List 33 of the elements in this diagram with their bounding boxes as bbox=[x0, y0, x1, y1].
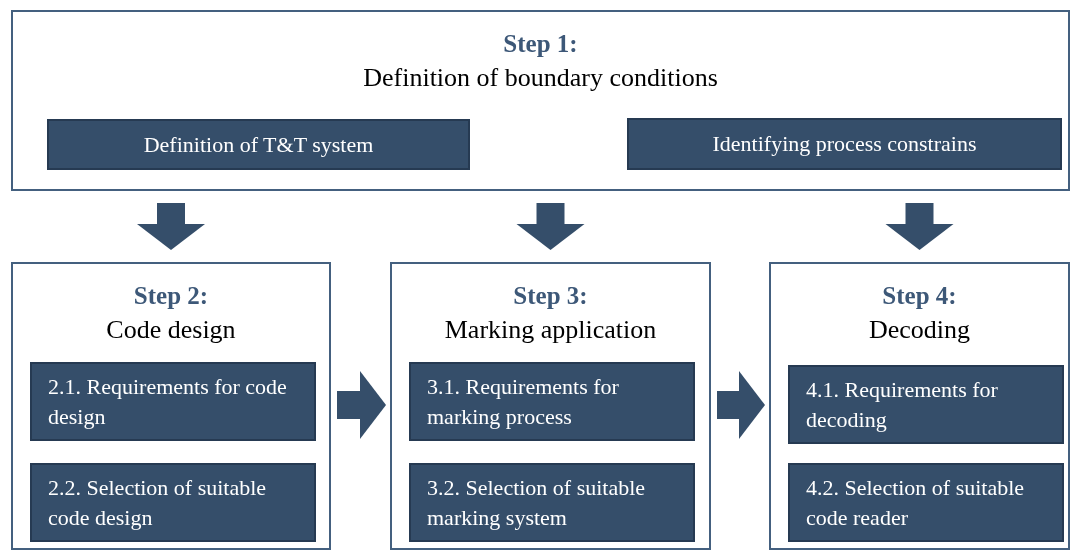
task-label: 4.2. Selection of suitable code reader bbox=[806, 473, 1026, 532]
step-box bbox=[11, 262, 331, 550]
task-box bbox=[788, 365, 1064, 444]
step-heading: Step 3: bbox=[513, 281, 588, 311]
task-label: Definition of T&T system bbox=[143, 130, 374, 159]
step-title: Marking application bbox=[444, 313, 657, 346]
task-box bbox=[30, 362, 316, 441]
task-box bbox=[47, 119, 470, 170]
task-label: 4.1. Requirements for decoding bbox=[806, 375, 999, 434]
task-box bbox=[788, 463, 1064, 542]
step-box bbox=[390, 262, 711, 550]
step-title: Code design bbox=[106, 313, 236, 346]
block-arrow bbox=[137, 203, 205, 250]
block-arrow bbox=[337, 371, 386, 439]
task-label: 2.1. Requirements for code design bbox=[48, 372, 288, 431]
block-arrow bbox=[516, 203, 585, 250]
step-box bbox=[11, 10, 1070, 191]
step-title: Definition of boundary conditions bbox=[363, 61, 718, 94]
step-heading: Step 2: bbox=[133, 281, 209, 311]
task-box bbox=[409, 463, 695, 542]
task-label: Identifying process constrains bbox=[712, 130, 977, 159]
block-arrow bbox=[717, 371, 765, 439]
task-box bbox=[627, 118, 1062, 170]
step-title: Decoding bbox=[868, 313, 971, 346]
block-arrow bbox=[885, 203, 954, 250]
step-box bbox=[769, 262, 1070, 550]
step-heading: Step 1: bbox=[503, 29, 578, 59]
task-label: 3.2. Selection of suitable marking system bbox=[427, 473, 647, 532]
task-label: 3.1. Requirements for marking process bbox=[427, 372, 620, 431]
task-box bbox=[409, 362, 695, 441]
task-label: 2.2. Selection of suitable code design bbox=[48, 473, 268, 532]
step-heading: Step 4: bbox=[882, 281, 957, 311]
task-box bbox=[30, 463, 316, 542]
